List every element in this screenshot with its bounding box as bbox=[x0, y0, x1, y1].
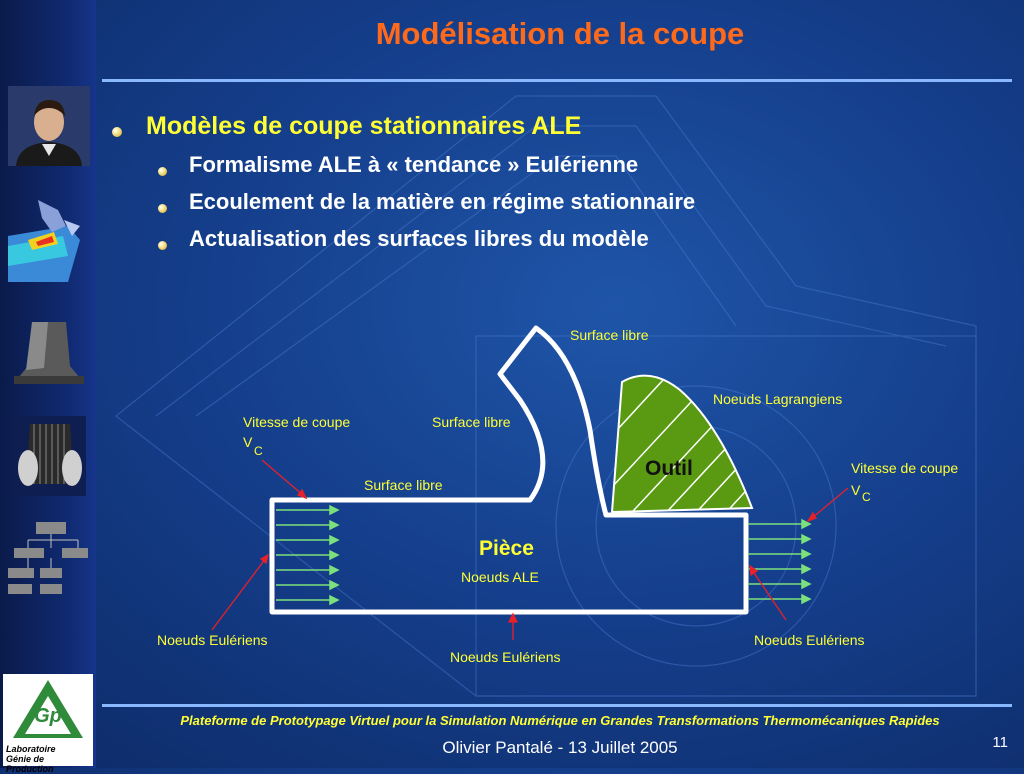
bullet-sub-dot-2 bbox=[158, 204, 167, 213]
label-eulerian-left: Noeuds Eulériens bbox=[157, 632, 268, 648]
slide-title: Modélisation de la coupe bbox=[375, 16, 745, 51]
footer-author-date: Olivier Pantalé - 13 Juillet 2005 bbox=[442, 738, 678, 757]
outlet-arrows bbox=[748, 518, 812, 605]
pointer-lines bbox=[211, 459, 849, 640]
label-free-surface-low: Surface libre bbox=[364, 477, 443, 493]
label-vc-right-sub: C bbox=[862, 490, 871, 504]
bullet-main-dot bbox=[112, 127, 122, 137]
gp-logo-mark: Gp bbox=[13, 680, 83, 738]
label-eulerian-right: Noeuds Eulériens bbox=[754, 632, 865, 648]
sidebar: Gp Laboratoire Génie de Production bbox=[0, 0, 96, 774]
label-cut-speed-left: Vitesse de coupe bbox=[243, 414, 350, 430]
label-workpiece: Pièce bbox=[479, 537, 534, 560]
bullet-sub-dot-1 bbox=[158, 167, 167, 176]
workpiece-outline bbox=[269, 325, 749, 615]
portrait-photo bbox=[8, 86, 90, 166]
label-free-surface-top: Surface libre bbox=[570, 327, 649, 343]
footer-platform: Plateforme de Prototypage Virtuel pour l… bbox=[180, 713, 940, 728]
inlet-arrows bbox=[276, 504, 340, 606]
mesh-thumbnail bbox=[12, 416, 86, 496]
gp-logo-line1: Laboratoire bbox=[6, 744, 56, 754]
title-rule bbox=[102, 79, 1012, 82]
label-cut-speed-right: Vitesse de coupe bbox=[851, 460, 958, 476]
gp-logo: Gp Laboratoire Génie de Production bbox=[3, 674, 93, 774]
label-vc-right: V bbox=[851, 482, 861, 498]
gp-logo-initials: Gp bbox=[34, 705, 62, 727]
label-lagrangian-nodes: Noeuds Lagrangiens bbox=[713, 391, 842, 407]
page-number: 11 bbox=[992, 734, 1008, 751]
bullet-sub-2: Ecoulement de la matière en régime stati… bbox=[189, 189, 696, 214]
bullet-sub-1: Formalisme ALE à « tendance » Eulérienne bbox=[189, 152, 639, 177]
simulation-thumbnail bbox=[8, 200, 80, 282]
label-eulerian-bottom: Noeuds Eulériens bbox=[450, 649, 561, 665]
label-tool: Outil bbox=[645, 457, 693, 480]
specimen-thumbnail bbox=[14, 322, 84, 384]
bullet-sub-3: Actualisation des surfaces libres du mod… bbox=[189, 226, 649, 251]
background-motif bbox=[115, 95, 977, 697]
label-vc-left: V bbox=[243, 434, 253, 450]
flowchart-thumbnail bbox=[8, 522, 88, 594]
footer-rule bbox=[102, 704, 1012, 707]
bullet-sub-dot-3 bbox=[158, 241, 167, 250]
label-free-surface-mid: Surface libre bbox=[432, 414, 511, 430]
bullet-main: Modèles de coupe stationnaires ALE bbox=[146, 112, 582, 140]
tool-shape bbox=[610, 374, 754, 514]
label-vc-left-sub: C bbox=[254, 444, 263, 458]
label-ale-nodes: Noeuds ALE bbox=[461, 569, 539, 585]
